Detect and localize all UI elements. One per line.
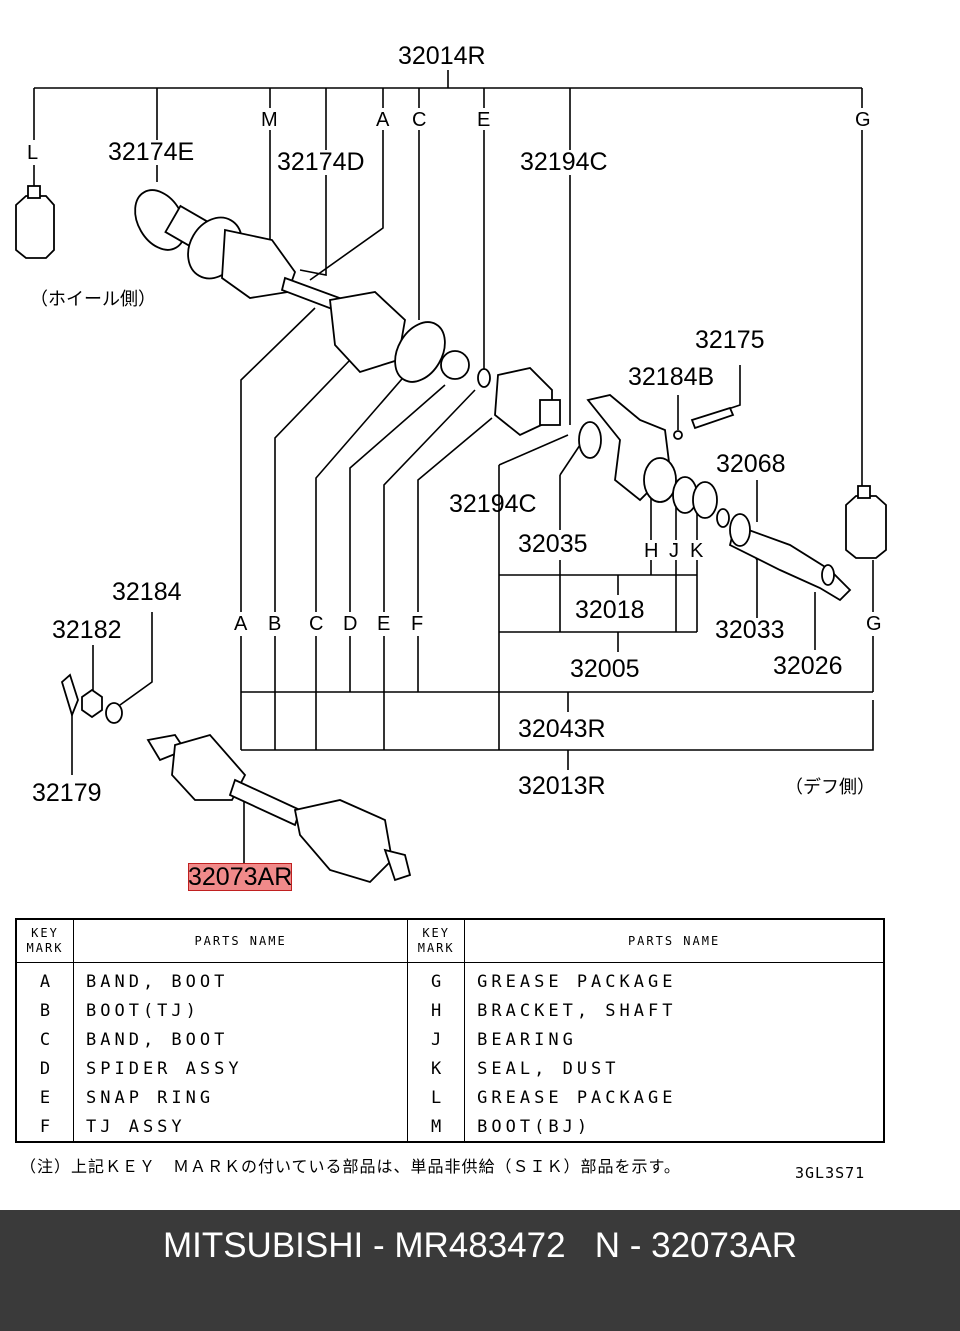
label-32035: 32035 [518,530,588,558]
label-32033: 32033 [715,616,785,644]
label-32184B: 32184B [628,363,714,391]
key-G-row: G [866,613,882,635]
key-C-row: C [309,613,323,635]
label-32068: 32068 [716,450,786,478]
highlighted-part-suffix: R [274,863,293,891]
legend-header-name-left: PARTS NAME [72,918,409,963]
label-32026: 32026 [773,652,843,680]
footer-bar: MITSUBISHI - MR483472 N - 32073AR [0,1210,960,1331]
wheel-side-label: （ホイール側） [30,289,156,310]
label-32174D: 32174D [277,148,365,176]
key-B-row: B [268,613,281,635]
key-J: J [669,540,679,562]
part-highlight [188,863,292,891]
highlighted-part-number[interactable]: 32073AR [188,860,292,894]
label-32014R: 32014R [398,42,486,70]
label-32175: 32175 [695,326,765,354]
key-K: K [690,540,704,562]
key-A-top: A [376,109,390,131]
key-mark-note: （注）上記ＫＥＹ ＭＡＲＫの付いている部品は、単品非供給（ＳＩＫ）部品を示す。 [20,1157,681,1176]
label-32013R: 32013R [518,772,606,800]
label-32194C-mid: 32194C [449,490,537,518]
label-32043R: 32043R [518,715,606,743]
highlighted-part-main: 32073A [188,863,275,891]
label-32182: 32182 [52,616,122,644]
label-32194C-top: 32194C [520,148,608,176]
diff-side-label: （デフ側） [785,777,875,798]
key-F-row: F [411,613,423,635]
footer-part-info: MITSUBISHI - MR483472 N - 32073AR [162,1226,798,1265]
label-32184: 32184 [112,578,182,606]
key-C-top: C [412,109,426,131]
label-32179: 32179 [32,779,102,807]
drawing-code: 3GL3S71 [795,1164,866,1182]
label-32174E: 32174E [108,138,194,166]
key-E-top: E [477,109,490,131]
key-M-top: M [261,109,278,131]
label-32018: 32018 [575,596,645,624]
key-D-row: D [343,613,357,635]
key-L-top: L [27,142,38,164]
key-H: H [644,540,658,562]
key-E-row: E [377,613,390,635]
key-A-row: A [234,613,248,635]
key-G-top: G [855,109,871,131]
legend-header-name-right: PARTS NAME [464,918,885,963]
label-32005: 32005 [570,655,640,683]
exploded-parts-diagram: 32014R 32174E 32174D 32194C 32175 32184B… [15,42,887,884]
